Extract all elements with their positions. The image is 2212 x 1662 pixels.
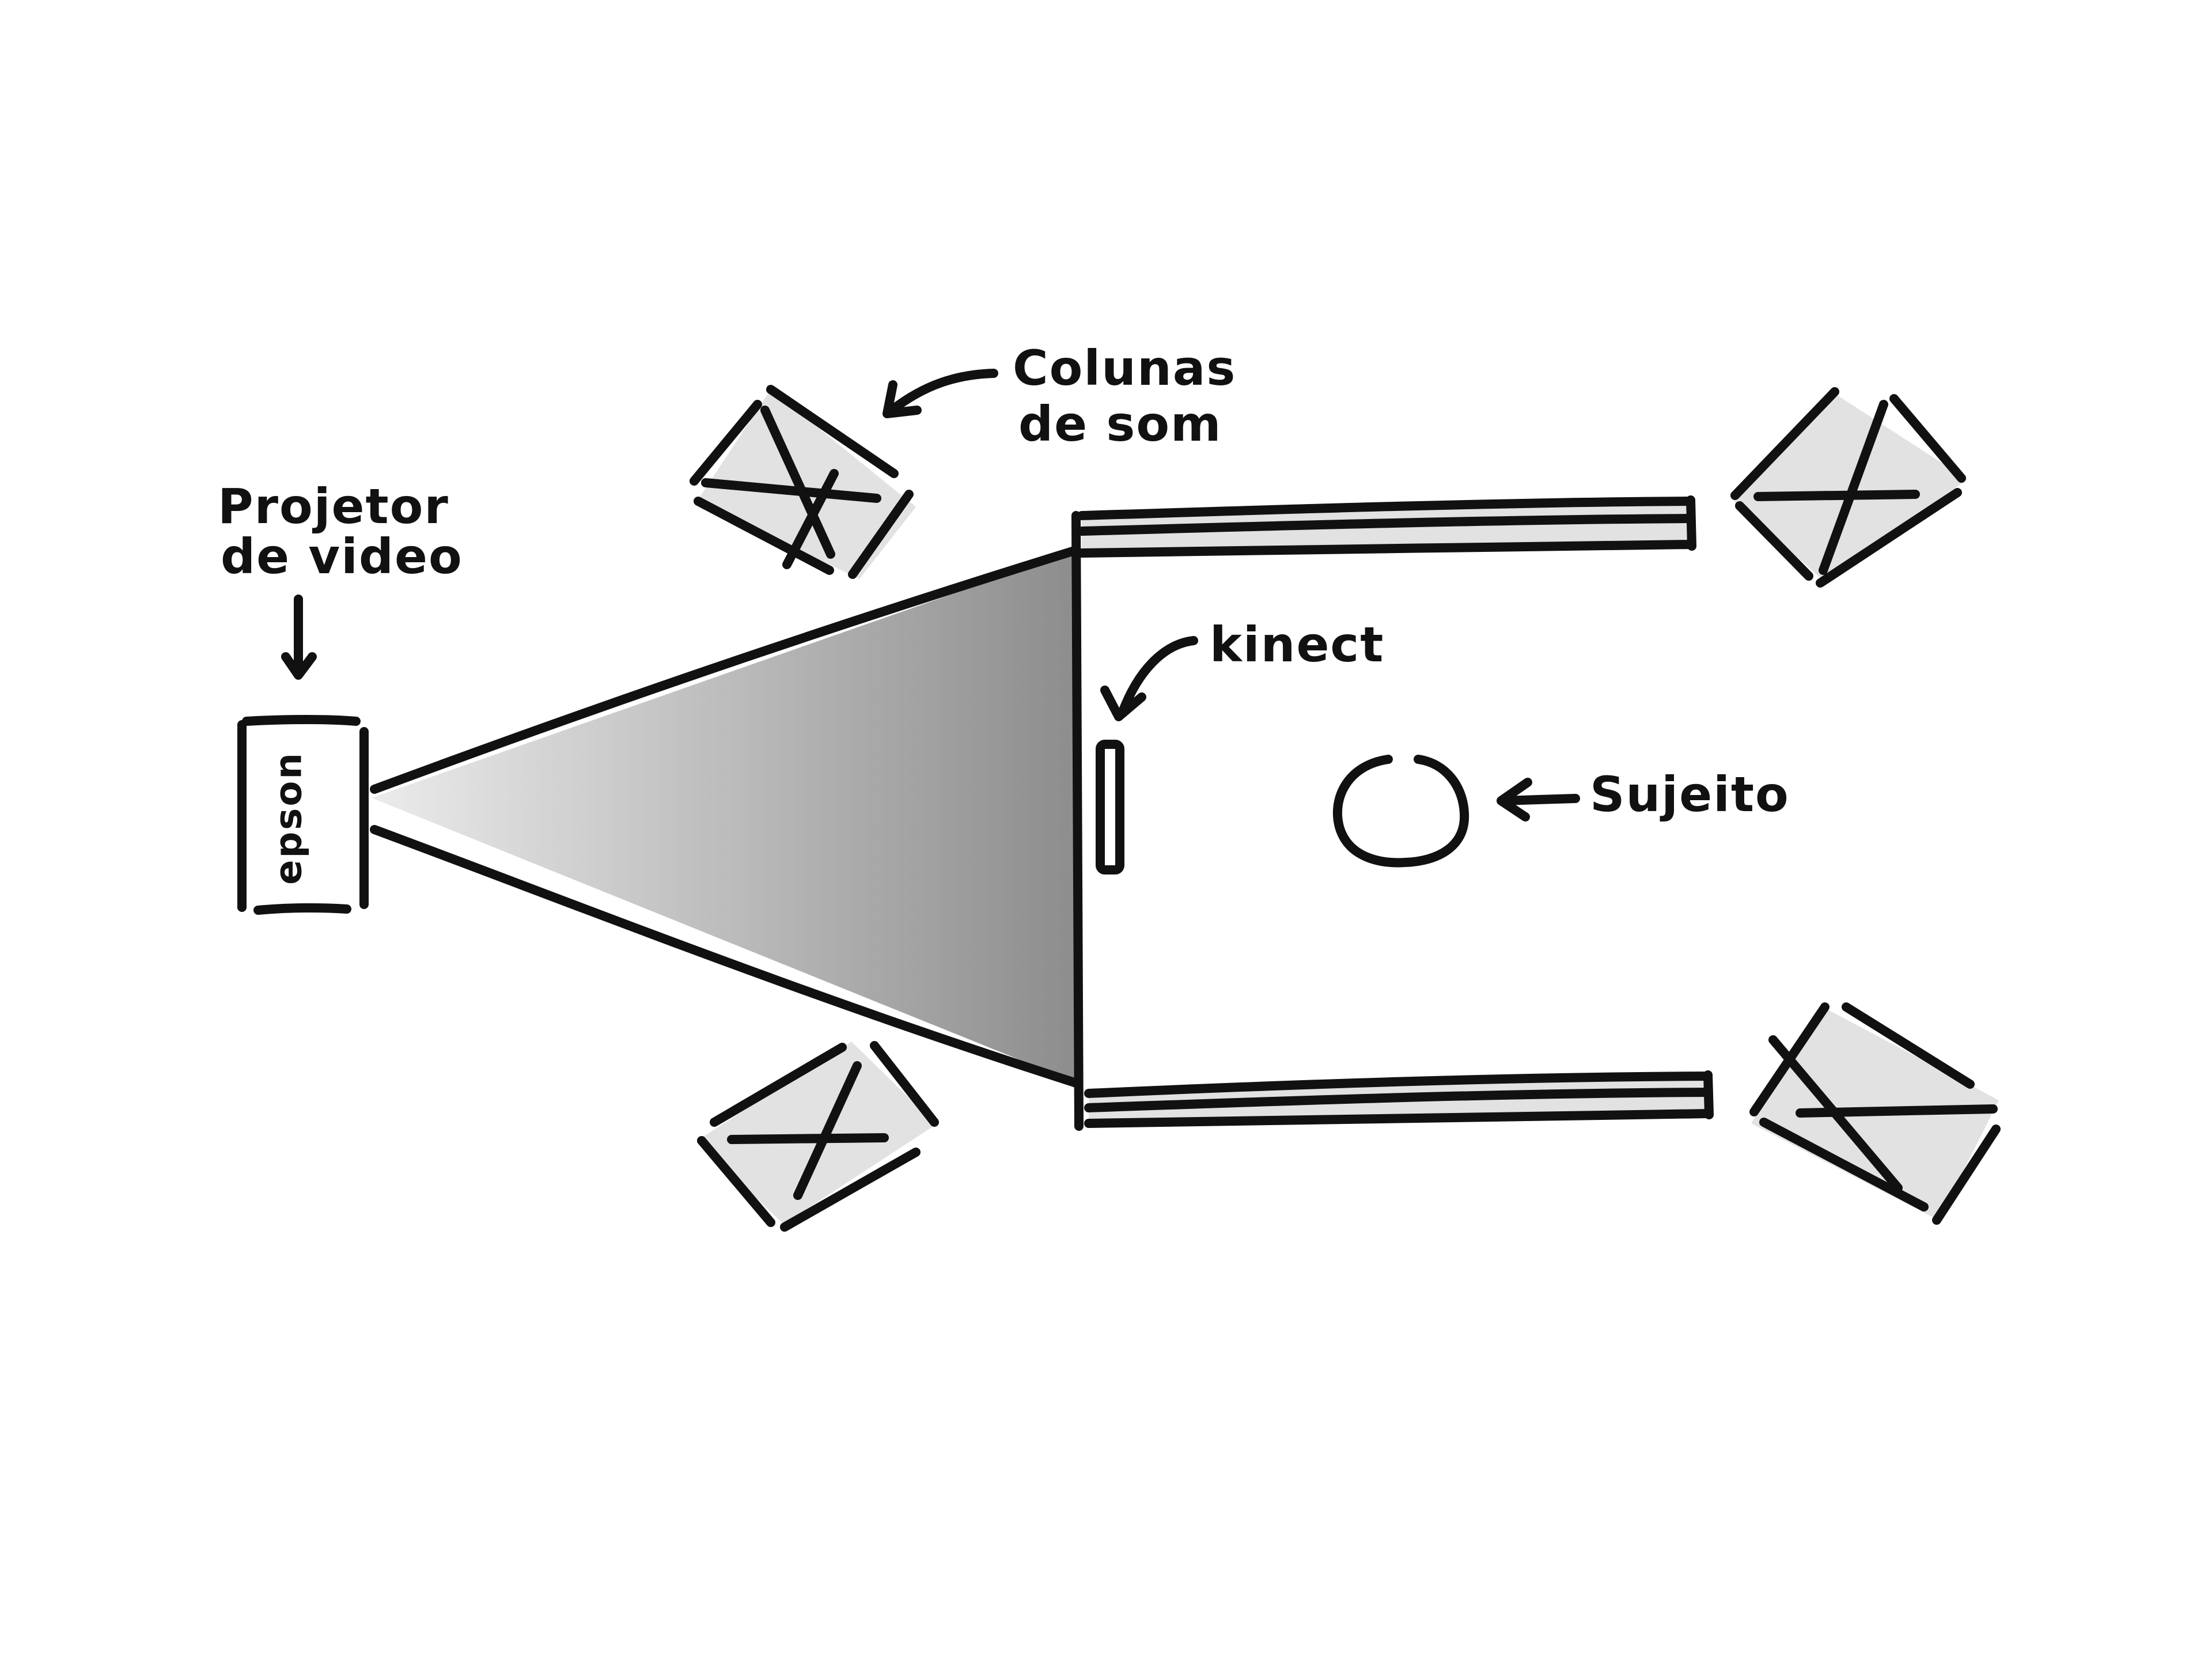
speakers-label-line1: Colunas — [1013, 340, 1236, 396]
kinect-arrow — [1100, 636, 1198, 721]
subject-circle — [1332, 755, 1469, 868]
projection-beam — [370, 546, 1081, 1088]
projector-label-line1: Projetor — [218, 478, 449, 535]
projector-brand-label: epson — [268, 751, 310, 885]
subject-label: Sujeito — [1590, 766, 1790, 823]
projection-screen — [1071, 511, 1084, 1131]
speaker-bottom-left — [697, 1041, 939, 1232]
speaker-top-right — [1730, 387, 1967, 588]
speaker-top-left — [690, 385, 916, 579]
projector-arrow — [281, 595, 317, 680]
kinect-sensor — [1096, 740, 1124, 874]
speakers-arrow — [882, 369, 998, 418]
kinect-label: kinect — [1210, 616, 1384, 673]
projector-label-line2: de video — [221, 528, 463, 585]
speaker-bottom-right — [1749, 1002, 2001, 1225]
projector-box: epson — [237, 715, 369, 915]
side-panel-bottom — [1084, 1070, 1714, 1128]
side-panel-top — [1077, 495, 1696, 558]
labels: Projetor de video Colunas de som kinect … — [218, 340, 1790, 823]
speakers-label-line2: de som — [1018, 396, 1222, 452]
subject-arrow — [1497, 778, 1580, 821]
